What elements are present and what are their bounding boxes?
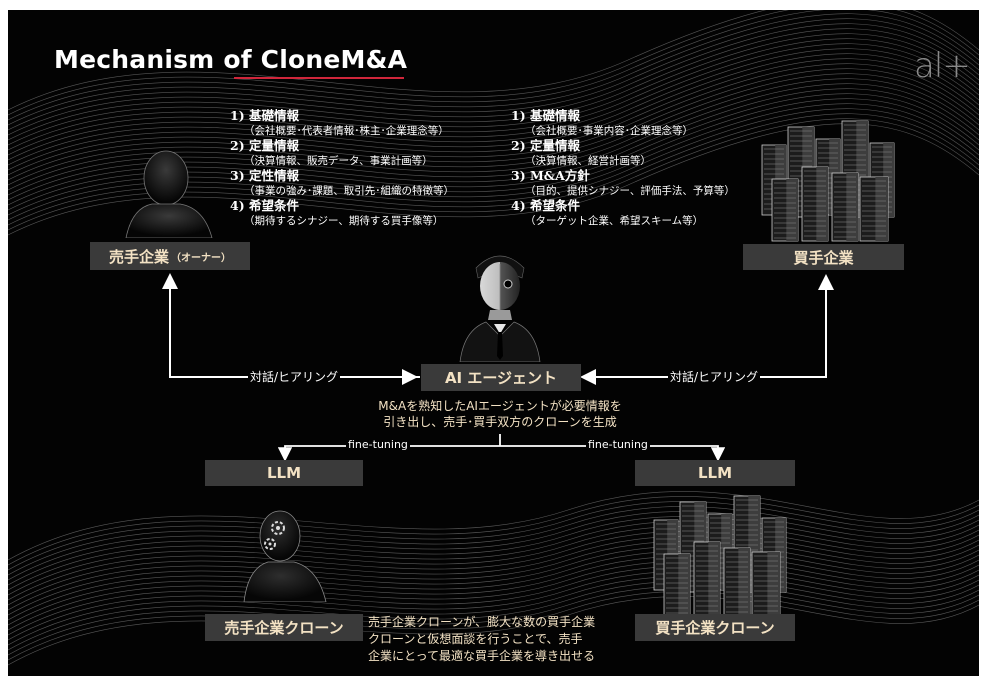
seller-info-list: 1) 基礎情報（会社概要･代表者情報･株主･企業理念等） 2) 定量情報（決算情… bbox=[230, 108, 500, 228]
buyer-info-item: 2) 定量情報（決算情報、経営計画等） bbox=[511, 138, 651, 167]
title-underline bbox=[234, 77, 404, 79]
brand-logo: al+ bbox=[914, 46, 971, 86]
seller-info-item: 1) 基礎情報（会社概要･代表者情報･株主･企業理念等） bbox=[230, 108, 449, 137]
gears-head-icon bbox=[243, 510, 327, 602]
buyer-label: 買手企業 bbox=[743, 244, 904, 270]
buildings-icon bbox=[653, 495, 787, 617]
buyer-clone-label: 買手企業クローン bbox=[635, 614, 795, 641]
seller-silhouette-icon bbox=[125, 150, 213, 238]
ai-agent-label: AI エージェント bbox=[421, 364, 581, 391]
seller-clone-label: 売手企業クローン bbox=[205, 614, 363, 641]
seller-label: 売手企業（オーナー） bbox=[90, 242, 250, 270]
llm-right-label: LLM bbox=[635, 460, 795, 486]
fine-tuning-label-right: fine-tuning bbox=[586, 438, 650, 451]
seller-info-item: 2) 定量情報（決算情報、販売データ、事業計画等） bbox=[230, 138, 433, 167]
bottom-description: 売手企業クローンが、膨大な数の買手企業 クローンと仮想面談を行うことで、売手 企… bbox=[368, 615, 596, 663]
fine-tuning-label-left: fine-tuning bbox=[346, 438, 410, 451]
edge-label-left: 対話/ヒアリング bbox=[248, 368, 341, 385]
seller-info-item: 4) 希望条件（期待するシナジー、期待する買手像等） bbox=[230, 198, 444, 227]
buyer-info-item: 4) 希望条件（ターゲット企業、希望スキーム等） bbox=[511, 198, 704, 227]
llm-left-label: LLM bbox=[205, 460, 363, 486]
seller-info-item: 3) 定性情報（事業の強み･課題、取引先･組織の特徴等） bbox=[230, 168, 454, 197]
buyer-info-list: 1) 基礎情報（会社概要･事業内容･企業理念等） 2) 定量情報（決算情報、経営… bbox=[511, 108, 781, 228]
ai-agent-portrait-icon bbox=[459, 255, 541, 362]
agent-description: M&Aを熟知したAIエージェントが必要情報を 引き出し、売手･買手双方のクローン… bbox=[378, 399, 622, 429]
buyer-info-item: 1) 基礎情報（会社概要･事業内容･企業理念等） bbox=[511, 108, 693, 137]
slide: Mechanism of CloneM&A al+ 1) 基礎情報（会社概要･代… bbox=[8, 10, 979, 676]
page-title: Mechanism of CloneM&A bbox=[54, 45, 408, 74]
edge-label-right: 対話/ヒアリング bbox=[668, 368, 761, 385]
sound-wave-icon bbox=[376, 513, 638, 603]
buyer-info-item: 3) M&A方針（目的、提供シナジー、評価手法、予算等） bbox=[511, 168, 735, 197]
buildings-icon bbox=[761, 120, 895, 242]
